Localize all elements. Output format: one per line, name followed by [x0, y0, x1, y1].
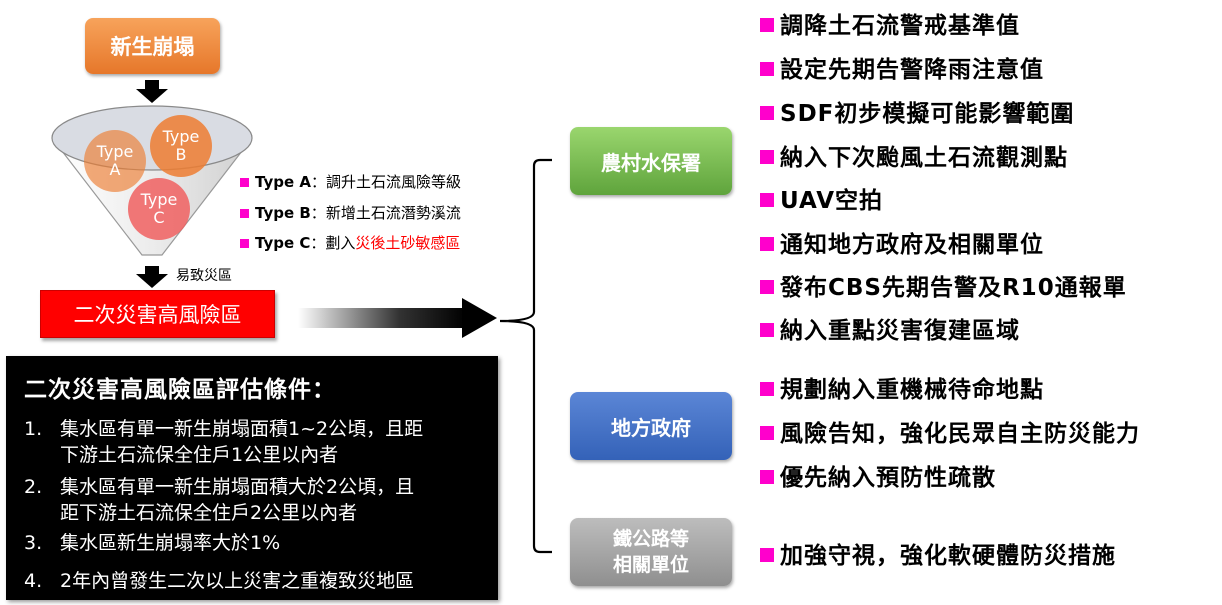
action-text: 納入重點災害復建區域	[780, 318, 1020, 344]
local-action-item: 規劃納入重機械待命地點	[760, 370, 1044, 404]
criteria-number: 3.	[24, 532, 43, 554]
bullet-square-icon	[760, 425, 774, 440]
circle-type-a	[84, 130, 146, 192]
type-b-label: Type B	[255, 204, 311, 222]
action-text: SDF初步模擬可能影響範圍	[780, 101, 1075, 127]
action-text: 通知地方政府及相關單位	[780, 232, 1044, 258]
coa-action-item: UAV空拍	[760, 181, 883, 215]
type-c-highlight: 災後土砂敏感區	[355, 234, 461, 252]
criteria-title: 二次災害高風險區評估條件：	[24, 377, 336, 403]
action-text: 設定先期告警降雨注意值	[780, 57, 1044, 83]
bullet-square-icon	[760, 17, 774, 32]
label-type-b: Type B	[162, 127, 200, 164]
action-text: 規劃納入重機械待命地點	[780, 377, 1044, 403]
criteria-item: 2. 集水區有單一新生崩塌面積大於2公頃，且 距下游土石流保全住戶2公里以內者	[24, 474, 414, 526]
bullet-square-icon	[760, 322, 774, 337]
bullet-square-icon	[760, 279, 774, 294]
coa-action-item: 發布CBS先期告警及R10通報單	[760, 268, 1127, 302]
type-c-text: 劃入	[325, 234, 356, 252]
coa-action-item: 通知地方政府及相關單位	[760, 225, 1044, 259]
down-arrow-top	[136, 80, 168, 103]
bullet-square-icon	[760, 149, 774, 164]
criteria-number: 4.	[24, 570, 43, 592]
action-text: 加強守視，強化軟硬體防災措施	[780, 543, 1116, 569]
type-b-text: 新增土石流潛勢溪流	[325, 204, 461, 222]
org-railway-line1: 鐵公路等	[612, 528, 689, 550]
new-collapse-box: 新生崩塌	[85, 18, 220, 74]
bullet-square-icon	[760, 469, 774, 484]
coa-action-item: 調降土石流警戒基準值	[760, 6, 1020, 40]
criteria-item: 4. 2年內曾發生二次以上災害之重複致災地區	[24, 568, 414, 594]
criteria-text-cont: 距下游土石流保全住戶2公里以內者	[60, 502, 358, 524]
bullet-square-icon	[760, 236, 774, 251]
bullet-square-icon	[760, 381, 774, 396]
rail-action-item: 加強守視，強化軟硬體防災措施	[760, 536, 1116, 570]
org-local-government-box: 地方政府	[570, 392, 732, 460]
circle-type-c	[128, 178, 190, 240]
type-a-text: 調升土石流風險等級	[326, 173, 462, 191]
bullet-square-icon	[760, 105, 774, 120]
action-text: 風險告知，強化民眾自主防災能力	[780, 421, 1140, 447]
coa-action-item: 設定先期告警降雨注意值	[760, 50, 1044, 84]
bullet-square-icon	[240, 209, 249, 218]
circle-type-b	[150, 115, 212, 177]
action-text: 優先納入預防性疏散	[780, 465, 996, 491]
local-action-item: 優先納入預防性疏散	[760, 458, 996, 492]
bracket	[499, 158, 552, 554]
label-type-c: Type C	[140, 190, 178, 227]
criteria-text: 集水區有單一新生崩塌面積1~2公頃，且距	[60, 418, 424, 440]
type-c-legend: Type C：劃入災後土砂敏感區	[240, 232, 460, 253]
bullet-square-icon	[240, 239, 249, 248]
org-railway-line2: 相關單位	[612, 554, 689, 576]
down-arrow-funnel	[136, 266, 168, 288]
type-a-legend: Type A：調升土石流風險等級	[240, 171, 461, 192]
org-railway-box: 鐵公路等 相關單位	[570, 518, 732, 586]
action-text: UAV空拍	[780, 188, 884, 214]
action-text: 調降土石流警戒基準值	[780, 13, 1020, 39]
legend-sep: ：	[310, 234, 326, 252]
criteria-text-cont: 下游土石流保全住戶1公里以內者	[60, 444, 339, 466]
org-coa-box: 農村水保署	[570, 127, 732, 195]
label-type-a: Type A	[96, 142, 134, 179]
action-text: 納入下次颱風土石流觀測點	[780, 145, 1068, 171]
local-action-item: 風險告知，強化民眾自主防災能力	[760, 414, 1140, 448]
type-b-legend: Type B：新增土石流潛勢溪流	[240, 202, 461, 223]
criteria-panel: 二次災害高風險區評估條件： 1. 集水區有單一新生崩塌面積1~2公頃，且距 下游土…	[6, 356, 498, 600]
criteria-number: 1.	[24, 418, 43, 440]
bullet-square-icon	[760, 61, 774, 76]
criteria-text: 2年內曾發生二次以上災害之重複致災地區	[60, 570, 415, 592]
criteria-text: 集水區有單一新生崩塌面積大於2公頃，且	[60, 476, 415, 498]
bullet-square-icon	[760, 192, 774, 207]
big-right-arrow	[298, 298, 497, 338]
funnel-arrow-label: 易致災區	[176, 268, 232, 284]
coa-action-item: SDF初步模擬可能影響範圍	[760, 94, 1074, 128]
criteria-number: 2.	[24, 476, 43, 498]
criteria-item: 1. 集水區有單一新生崩塌面積1~2公頃，且距 下游土石流保全住戶1公里以內者	[24, 416, 423, 468]
bullet-square-icon	[240, 178, 249, 187]
type-c-label: Type C	[255, 234, 311, 252]
legend-sep: ：	[310, 204, 326, 222]
action-text: 發布CBS先期告警及R10通報單	[780, 275, 1127, 301]
bullet-square-icon	[760, 547, 774, 562]
criteria-text: 集水區新生崩塌率大於1%	[60, 532, 281, 554]
high-risk-zone-box: 二次災害高風險區	[40, 290, 275, 338]
legend-sep: ：	[310, 173, 326, 191]
coa-action-item: 納入重點災害復建區域	[760, 311, 1020, 345]
type-a-label: Type A	[255, 173, 311, 191]
criteria-item: 3. 集水區新生崩塌率大於1%	[24, 530, 280, 556]
coa-action-item: 納入下次颱風土石流觀測點	[760, 138, 1068, 172]
